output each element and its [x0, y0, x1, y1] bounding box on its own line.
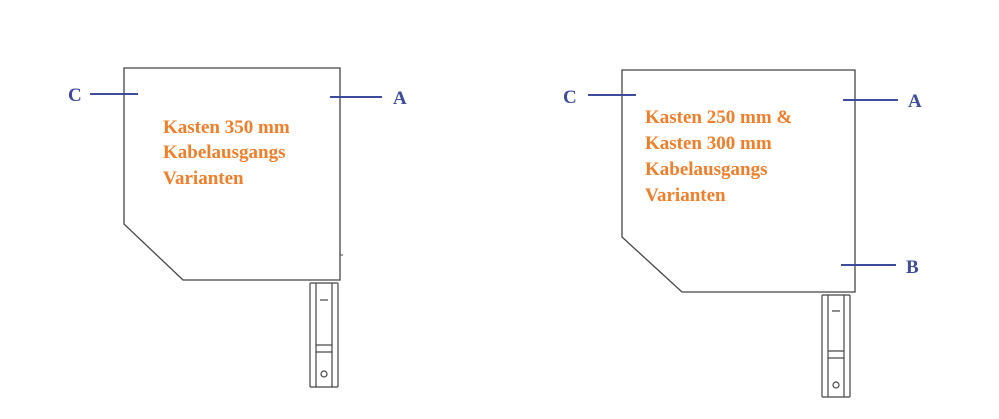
right-box-text-line-2: Kasten 300 mm	[645, 133, 772, 154]
left-box-group: Kasten 350 mm Kabelausgangs Varianten C …	[68, 67, 407, 388]
left-box-text-line-3: Varianten	[163, 168, 244, 189]
right-marker-b-label: B	[906, 257, 919, 278]
right-box-text-line-3: Kabelausgangs	[645, 159, 767, 180]
left-marker-a-label: A	[393, 88, 407, 109]
left-box-text-line-2: Kabelausgangs	[163, 142, 285, 163]
right-box-text-line-4: Varianten	[645, 185, 726, 206]
left-marker-c-label: C	[68, 85, 82, 106]
left-box-text: Kasten 350 mm Kabelausgangs Varianten	[163, 117, 294, 189]
left-box-outline	[123, 67, 341, 281]
left-box-text-line-1: Kasten 350 mm	[163, 117, 290, 138]
right-box-text: Kasten 250 mm & Kasten 300 mm Kabelausga…	[645, 107, 797, 206]
right-box-outline	[621, 69, 856, 293]
right-marker-a-label: A	[908, 91, 922, 112]
right-marker-c-label: C	[563, 87, 577, 108]
right-box-group: Kasten 250 mm & Kasten 300 mm Kabelausga…	[563, 69, 922, 398]
right-box-text-line-1: Kasten 250 mm &	[645, 107, 792, 128]
left-guide-rail	[309, 282, 339, 388]
right-guide-rail	[821, 294, 851, 398]
